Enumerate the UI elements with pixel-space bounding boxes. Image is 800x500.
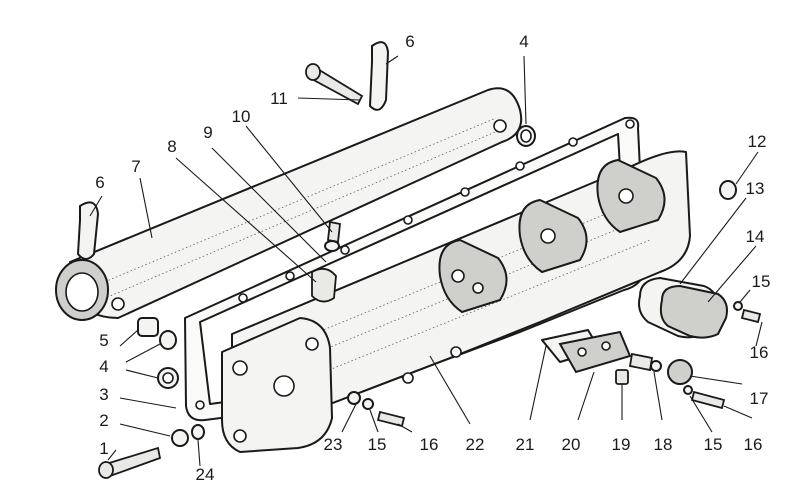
left-bolt-stack <box>98 317 205 479</box>
seal-ring-4-upper <box>159 330 177 350</box>
fitting-18 <box>628 352 662 372</box>
manifold-body <box>221 150 691 453</box>
callout-12: 12 <box>747 132 767 151</box>
callout-15-right-upper: 15 <box>751 272 771 291</box>
fitting-assembly <box>311 220 341 303</box>
callout-17: 17 <box>749 389 769 408</box>
manifold-front-housing <box>221 317 333 453</box>
manifold-port-flanges <box>438 158 666 314</box>
tube-rail <box>55 87 523 321</box>
clip-upper <box>369 41 389 111</box>
callout-16-right-lower: 16 <box>743 435 763 454</box>
washer-24 <box>191 424 205 440</box>
callout-16-middle: 16 <box>419 435 439 454</box>
callout-11: 11 <box>270 89 288 108</box>
callout-18: 18 <box>653 435 673 454</box>
callout-6-top: 6 <box>405 32 415 51</box>
callout-7: 7 <box>131 157 141 176</box>
gasket-bolt-holes <box>195 119 635 410</box>
clip-left <box>77 201 99 260</box>
callout-4-left: 4 <box>99 357 109 376</box>
callout-14: 14 <box>745 227 765 246</box>
plug-12 <box>719 180 737 200</box>
callout-4-top: 4 <box>519 32 529 51</box>
callout-6-left: 6 <box>95 173 105 192</box>
bolt-right-upper <box>733 301 762 324</box>
callout-15-right-lower: 15 <box>703 435 723 454</box>
screw-11 <box>305 63 364 106</box>
callout-9: 9 <box>203 123 213 142</box>
leader-lines <box>89 55 763 467</box>
bolt-middle <box>347 391 406 428</box>
cap-17 <box>667 359 693 385</box>
callout-24: 24 <box>195 465 215 484</box>
bolt-right-lower <box>683 385 726 410</box>
callout-5: 5 <box>99 331 109 350</box>
callout-22: 22 <box>465 435 485 454</box>
cover-flange <box>638 277 728 339</box>
callout-15-middle: 15 <box>367 435 387 454</box>
callout-10: 10 <box>231 107 251 126</box>
callout-19: 19 <box>611 435 631 454</box>
callout-20: 20 <box>561 435 581 454</box>
callout-13: 13 <box>745 179 765 198</box>
callout-2: 2 <box>99 411 109 430</box>
seal-ring-top <box>516 125 536 147</box>
washer-2 <box>171 429 189 447</box>
callout-1: 1 <box>99 439 109 458</box>
callout-8: 8 <box>167 137 177 156</box>
callout-23: 23 <box>323 435 343 454</box>
callout-3: 3 <box>99 385 109 404</box>
sleeve-5 <box>137 317 159 337</box>
callout-21: 21 <box>515 435 535 454</box>
flange-plate-assembly <box>541 329 632 385</box>
callout-16-right-upper: 16 <box>749 343 769 362</box>
